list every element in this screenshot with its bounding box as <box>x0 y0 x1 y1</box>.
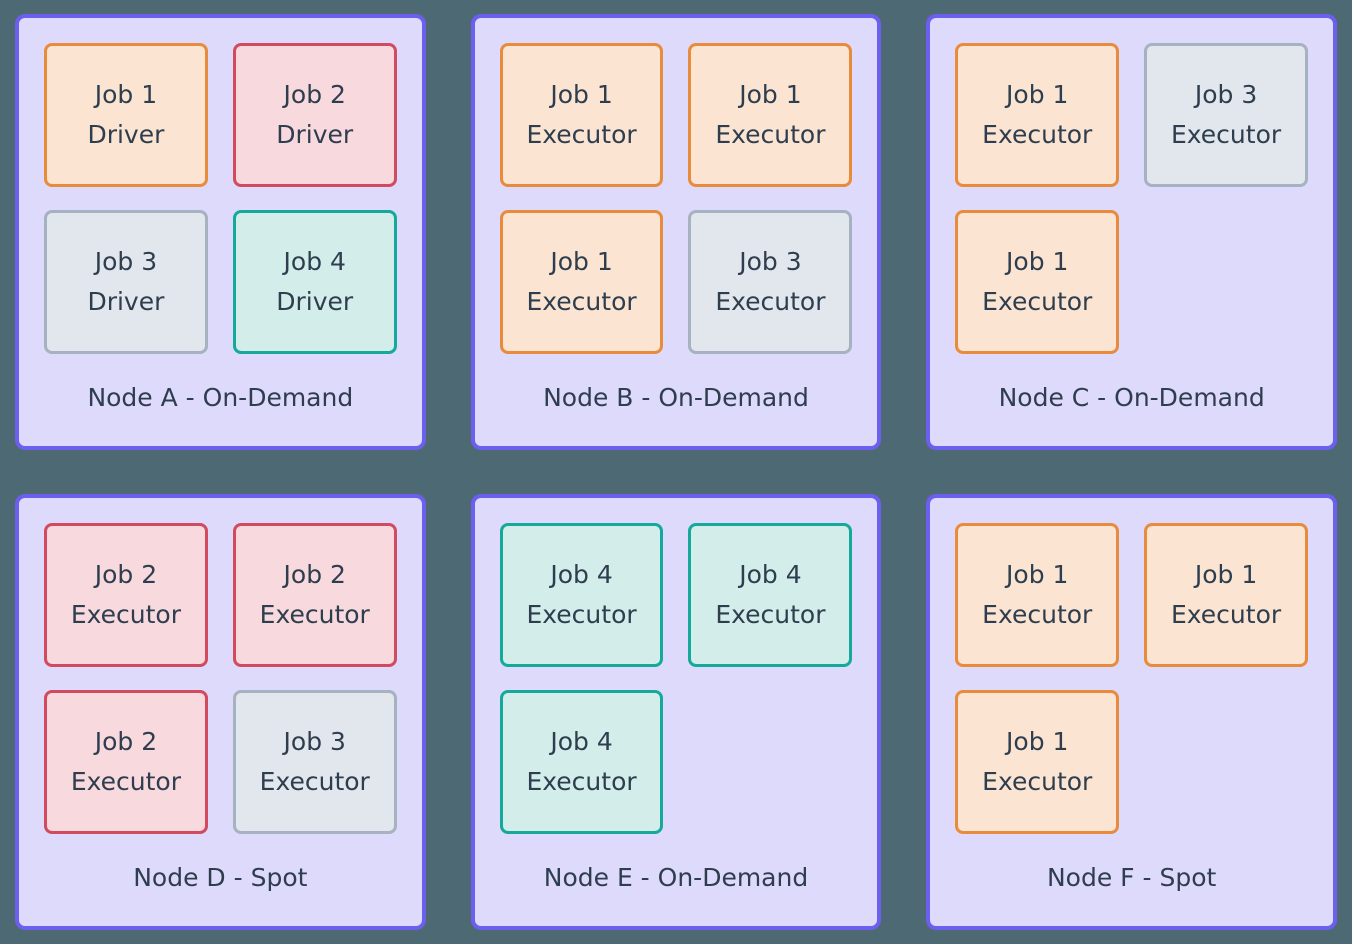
job-title: Job 2 <box>94 727 158 756</box>
job-role: Executor <box>982 120 1093 149</box>
job-box: Job 1 Executor <box>499 210 664 354</box>
node-card-a: Job 1 Driver Job 2 Driver Job 3 Driver J… <box>15 14 426 450</box>
job-role: Executor <box>982 600 1093 629</box>
job-role: Driver <box>276 120 354 149</box>
job-title: Job 4 <box>550 560 613 589</box>
job-title: Job 3 <box>739 247 802 276</box>
node-label: Node A - On-Demand <box>87 382 354 412</box>
node-label: Node B - On-Demand <box>543 382 809 412</box>
job-title: Job 1 <box>550 80 613 109</box>
job-box: Job 1 Executor <box>955 210 1120 354</box>
job-role: Driver <box>87 120 165 149</box>
job-role: Executor <box>715 120 826 149</box>
node-label: Node E - On-Demand <box>543 862 809 892</box>
job-title: Job 2 <box>94 560 158 589</box>
job-box: Job 3 Driver <box>44 210 208 354</box>
job-role: Executor <box>526 600 637 629</box>
job-title: Job 1 <box>1006 247 1069 276</box>
job-grid: Job 2 Executor Job 2 Executor Job 2 Exec… <box>44 523 397 834</box>
job-role: Driver <box>87 287 165 316</box>
job-box: Job 1 Executor <box>688 43 853 187</box>
job-box: Job 3 Executor <box>1144 43 1308 187</box>
job-title: Job 1 <box>739 80 802 109</box>
node-label: Node C - On-Demand <box>998 382 1265 412</box>
job-role: Executor <box>70 767 181 796</box>
job-box: Job 4 Driver <box>232 210 397 354</box>
job-box: Job 4 Executor <box>499 690 664 834</box>
job-box: Job 3 Executor <box>688 210 853 354</box>
job-title: Job 1 <box>94 80 158 109</box>
job-box: Job 1 Executor <box>955 523 1120 667</box>
job-title: Job 1 <box>1194 560 1258 589</box>
job-grid: Job 4 Executor Job 4 Executor Job 4 Exec… <box>499 523 853 834</box>
job-box: Job 1 Executor <box>1144 523 1308 667</box>
job-role: Executor <box>982 767 1093 796</box>
job-title: Job 4 <box>550 727 613 756</box>
job-role: Driver <box>276 287 354 316</box>
job-title: Job 1 <box>550 247 613 276</box>
job-title: Job 3 <box>94 247 158 276</box>
job-box: Job 2 Driver <box>232 43 397 187</box>
job-role: Executor <box>526 767 637 796</box>
job-title: Job 2 <box>283 80 346 109</box>
job-role: Executor <box>715 287 826 316</box>
job-box: Job 4 Executor <box>688 523 853 667</box>
job-role: Executor <box>982 287 1093 316</box>
job-role: Executor <box>259 767 370 796</box>
job-role: Executor <box>259 600 370 629</box>
job-title: Job 2 <box>283 560 346 589</box>
job-box: Job 1 Executor <box>955 690 1120 834</box>
node-card-e: Job 4 Executor Job 4 Executor Job 4 Exec… <box>470 494 882 930</box>
job-title: Job 1 <box>1006 727 1069 756</box>
job-box: Job 2 Executor <box>44 523 208 667</box>
job-grid: Job 1 Executor Job 1 Executor Job 1 Exec… <box>955 523 1308 834</box>
job-role: Executor <box>1170 120 1282 149</box>
job-title: Job 4 <box>739 560 802 589</box>
job-grid: Job 1 Driver Job 2 Driver Job 3 Driver J… <box>44 43 397 354</box>
job-role: Executor <box>526 120 637 149</box>
job-title: Job 3 <box>283 727 346 756</box>
node-card-b: Job 1 Executor Job 1 Executor Job 1 Exec… <box>470 14 882 450</box>
node-label: Node F - Spot <box>1046 862 1217 892</box>
job-box: Job 3 Executor <box>232 690 397 834</box>
job-role: Executor <box>526 287 637 316</box>
job-title: Job 4 <box>283 247 346 276</box>
node-card-f: Job 1 Executor Job 1 Executor Job 1 Exec… <box>926 494 1337 930</box>
job-box: Job 1 Driver <box>44 43 208 187</box>
node-label: Node D - Spot <box>133 862 308 892</box>
job-role: Executor <box>1170 600 1282 629</box>
job-role: Executor <box>70 600 181 629</box>
job-box: Job 1 Executor <box>955 43 1120 187</box>
job-box: Job 2 Executor <box>232 523 397 667</box>
job-role: Executor <box>715 600 826 629</box>
job-grid: Job 1 Executor Job 3 Executor Job 1 Exec… <box>955 43 1308 354</box>
node-card-c: Job 1 Executor Job 3 Executor Job 1 Exec… <box>926 14 1337 450</box>
job-box: Job 2 Executor <box>44 690 208 834</box>
job-box: Job 4 Executor <box>499 523 664 667</box>
node-card-d: Job 2 Executor Job 2 Executor Job 2 Exec… <box>15 494 426 930</box>
job-title: Job 1 <box>1006 80 1069 109</box>
job-grid: Job 1 Executor Job 1 Executor Job 1 Exec… <box>499 43 853 354</box>
job-title: Job 1 <box>1006 560 1069 589</box>
job-title: Job 3 <box>1194 80 1258 109</box>
job-box: Job 1 Executor <box>499 43 664 187</box>
